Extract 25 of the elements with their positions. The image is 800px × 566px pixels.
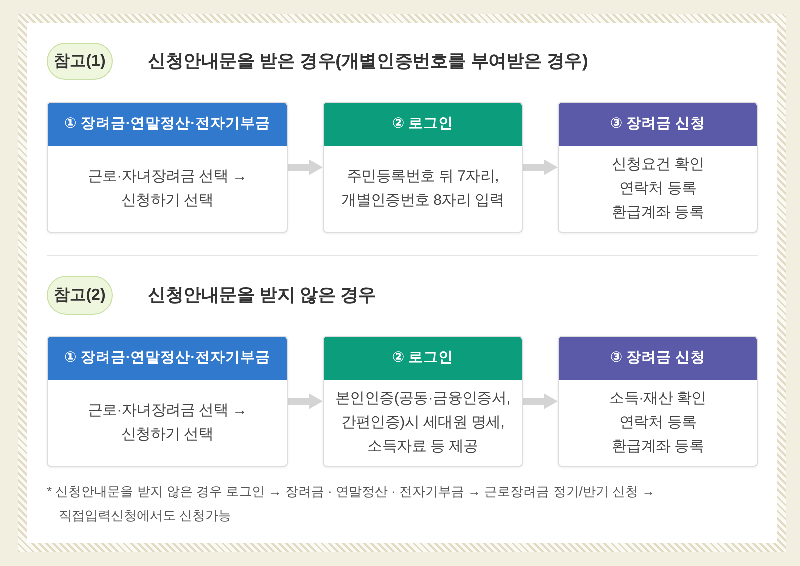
step-text: 근로·자녀장려금 선택 → 신청하기 선택 [86, 167, 248, 211]
step-title: ③ 장려금 신청 [559, 337, 757, 380]
step-text: 주민등록번호 뒤 7자리, 개별인증번호 8자리 입력 [340, 167, 506, 211]
section-heading: 신청안내문을 받지 않은 경우 [148, 284, 376, 306]
step-box [47, 102, 288, 233]
step-box [323, 102, 523, 233]
step-box [558, 336, 758, 467]
step-box [323, 336, 523, 467]
arrow [523, 394, 558, 410]
arrow [288, 160, 323, 176]
footnote: * 신청안내문을 받지 않은 경우 로그인 → 장려금 · 연말정산 · 전자기부금 → 근로장려금 정기/반기 신청 → 직접입력신청에서도 신청가능 [47, 483, 656, 525]
step-text: 소득·재산 확인 연락처 등록 환급계좌 등록 [608, 389, 708, 457]
step-text: 근로·자녀장려금 선택 → 신청하기 선택 [86, 401, 248, 445]
step-box [558, 102, 758, 233]
step-text: 본인인증(공동·금융인증서, 간편인증)시 세대원 명세, 소득자료 등 제공 [334, 389, 512, 457]
step-title: ③ 장려금 신청 [559, 103, 757, 146]
section-heading: 신청안내문을 받은 경우(개별인증번호를 부여받은 경우) [148, 50, 588, 72]
step-title: ② 로그인 [324, 337, 522, 380]
step-title: ② 로그인 [324, 103, 522, 146]
arrow [523, 160, 558, 176]
step-text: 신청요건 확인 연락처 등록 환급계좌 등록 [610, 155, 706, 223]
arrow [288, 394, 323, 410]
step-title: ① 장려금·연말정산·전자기부금 [48, 337, 287, 380]
step-box [47, 336, 288, 467]
step-title: ① 장려금·연말정산·전자기부금 [48, 103, 287, 146]
